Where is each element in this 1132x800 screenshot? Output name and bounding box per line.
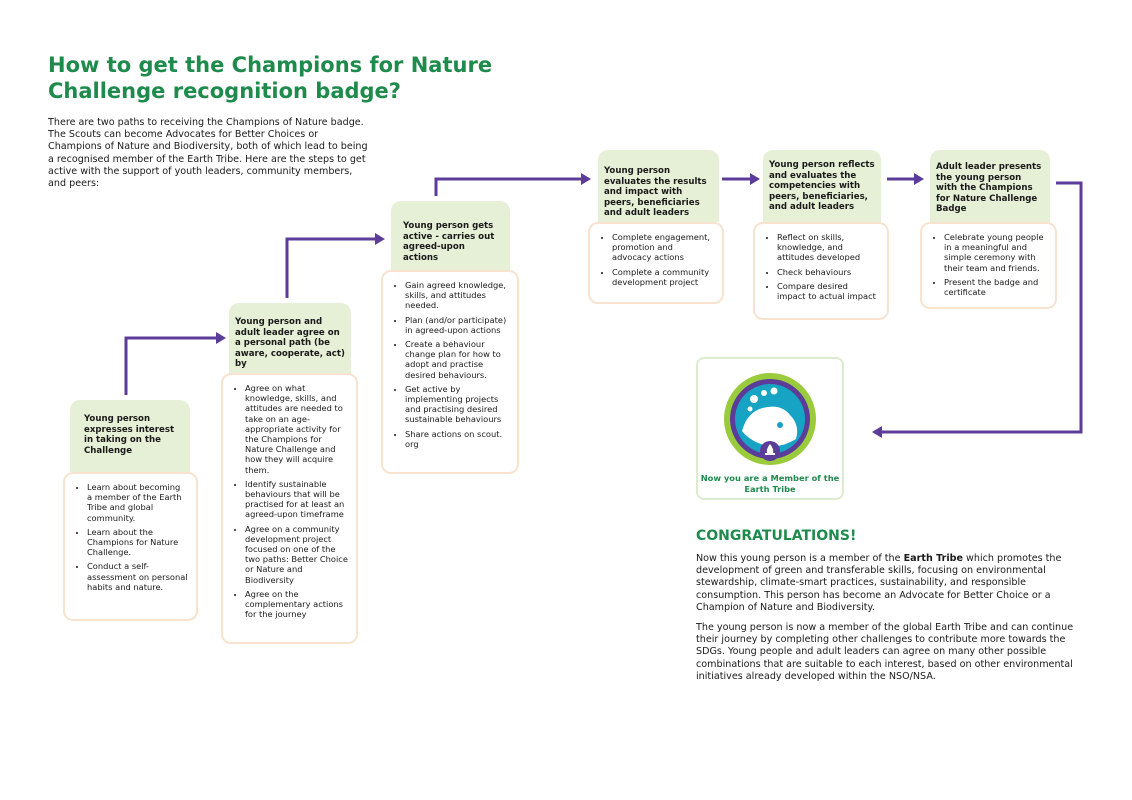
arrow-2-to-3 bbox=[285, 237, 376, 298]
earth-tribe-badge-icon bbox=[724, 373, 816, 465]
list-item: Complete engagement, promotion and advoc… bbox=[612, 232, 714, 263]
step-4-card: Complete engagement, promotion and advoc… bbox=[588, 222, 724, 304]
list-item: Present the badge and certificate bbox=[944, 277, 1047, 297]
step-2-card: Agree on what knowledge, skills, and att… bbox=[221, 373, 358, 644]
list-item: Share actions on scout. org bbox=[405, 429, 509, 449]
list-item: Celebrate young people in a meaningful a… bbox=[944, 232, 1047, 273]
step-1-card: Learn about becoming a member of the Ear… bbox=[63, 472, 198, 621]
step-6-heading: Adult leader presents the young person w… bbox=[930, 150, 1050, 222]
arrow-3-to-4 bbox=[434, 177, 582, 196]
step-1-heading: Young person expresses interest in takin… bbox=[70, 400, 190, 472]
badge-card: Now you are a Member of the Earth Tribe bbox=[696, 357, 844, 500]
list-item: Reflect on skills, knowledge, and attitu… bbox=[777, 232, 879, 263]
step-6-list: Celebrate young people in a meaningful a… bbox=[930, 232, 1047, 297]
list-item: Complete a community development project bbox=[612, 267, 714, 287]
earth-tribe-emphasis: Earth Tribe bbox=[903, 553, 963, 564]
intro-text: There are two paths to receiving the Cha… bbox=[48, 117, 368, 190]
arrowhead bbox=[750, 173, 760, 185]
step-1-heading-text: Young person expresses interest in takin… bbox=[84, 414, 175, 456]
list-item: Agree on what knowledge, skills, and att… bbox=[245, 383, 348, 475]
step-3-heading-text: Young person gets active - carries out a… bbox=[403, 221, 495, 263]
step-2-heading-text: Young person and adult leader agree on a… bbox=[235, 317, 345, 370]
step-5-heading-text: Young person reflects and evaluates the … bbox=[769, 160, 875, 213]
p1-text: which promotes the development of green … bbox=[696, 553, 1062, 613]
list-item: Identify sustainable behaviours that wil… bbox=[245, 479, 348, 520]
congrats-paragraph-2: The young person is now a member of the … bbox=[696, 622, 1074, 682]
step-5-heading: Young person reflects and evaluates the … bbox=[763, 150, 881, 222]
step-5-list: Reflect on skills, knowledge, and attitu… bbox=[763, 232, 879, 301]
list-item: Learn about the Champions for Nature Cha… bbox=[87, 527, 188, 558]
step-4-list: Complete engagement, promotion and advoc… bbox=[598, 232, 714, 287]
congratulations-heading: CONGRATULATIONS! bbox=[696, 528, 857, 544]
arrow-1-to-2 bbox=[124, 336, 218, 395]
step-4-heading: Young person evaluates the results and i… bbox=[598, 150, 719, 222]
arrowhead bbox=[216, 332, 226, 344]
step-3-heading: Young person gets active - carries out a… bbox=[391, 201, 510, 273]
congrats-paragraph-1: Now this young person is a member of the… bbox=[696, 553, 1092, 614]
step-5-card: Reflect on skills, knowledge, and attitu… bbox=[753, 222, 889, 320]
page-title: How to get the Champions for Nature Chal… bbox=[48, 53, 493, 103]
p1-text: Now this young person is a member of the bbox=[696, 553, 904, 564]
step-6-heading-text: Adult leader presents the young person w… bbox=[936, 162, 1042, 215]
list-item: Agree on a community development project… bbox=[245, 524, 348, 585]
list-item: Create a behaviour change plan for how t… bbox=[405, 339, 509, 380]
list-item: Learn about becoming a member of the Ear… bbox=[87, 482, 188, 523]
list-item: Get active by implementing projects and … bbox=[405, 384, 509, 425]
list-item: Conduct a self-assessment on personal ha… bbox=[87, 561, 188, 592]
arrowhead bbox=[872, 426, 882, 438]
list-item: Check behaviours bbox=[777, 267, 879, 277]
badge-caption: Now you are a Member of the Earth Tribe bbox=[700, 473, 840, 494]
list-item: Agree on the complementary actions for t… bbox=[245, 589, 348, 620]
step-2-list: Agree on what knowledge, skills, and att… bbox=[231, 383, 348, 619]
list-item: Plan (and/or participate) in agreed-upon… bbox=[405, 315, 509, 335]
arrow-6-to-badge bbox=[882, 181, 1083, 434]
step-2-heading: Young person and adult leader agree on a… bbox=[229, 303, 351, 375]
step-6-card: Celebrate young people in a meaningful a… bbox=[920, 222, 1057, 309]
list-item: Compare desired impact to actual impact bbox=[777, 281, 879, 301]
arrowhead bbox=[375, 233, 385, 245]
step-1-list: Learn about becoming a member of the Ear… bbox=[73, 482, 188, 592]
arrowhead bbox=[581, 173, 591, 185]
step-4-heading-text: Young person evaluates the results and i… bbox=[604, 166, 707, 219]
step-3-list: Gain agreed knowledge, skills, and attit… bbox=[391, 280, 509, 449]
step-3-card: Gain agreed knowledge, skills, and attit… bbox=[381, 270, 519, 474]
list-item: Gain agreed knowledge, skills, and attit… bbox=[405, 280, 509, 311]
arrowhead bbox=[914, 173, 924, 185]
